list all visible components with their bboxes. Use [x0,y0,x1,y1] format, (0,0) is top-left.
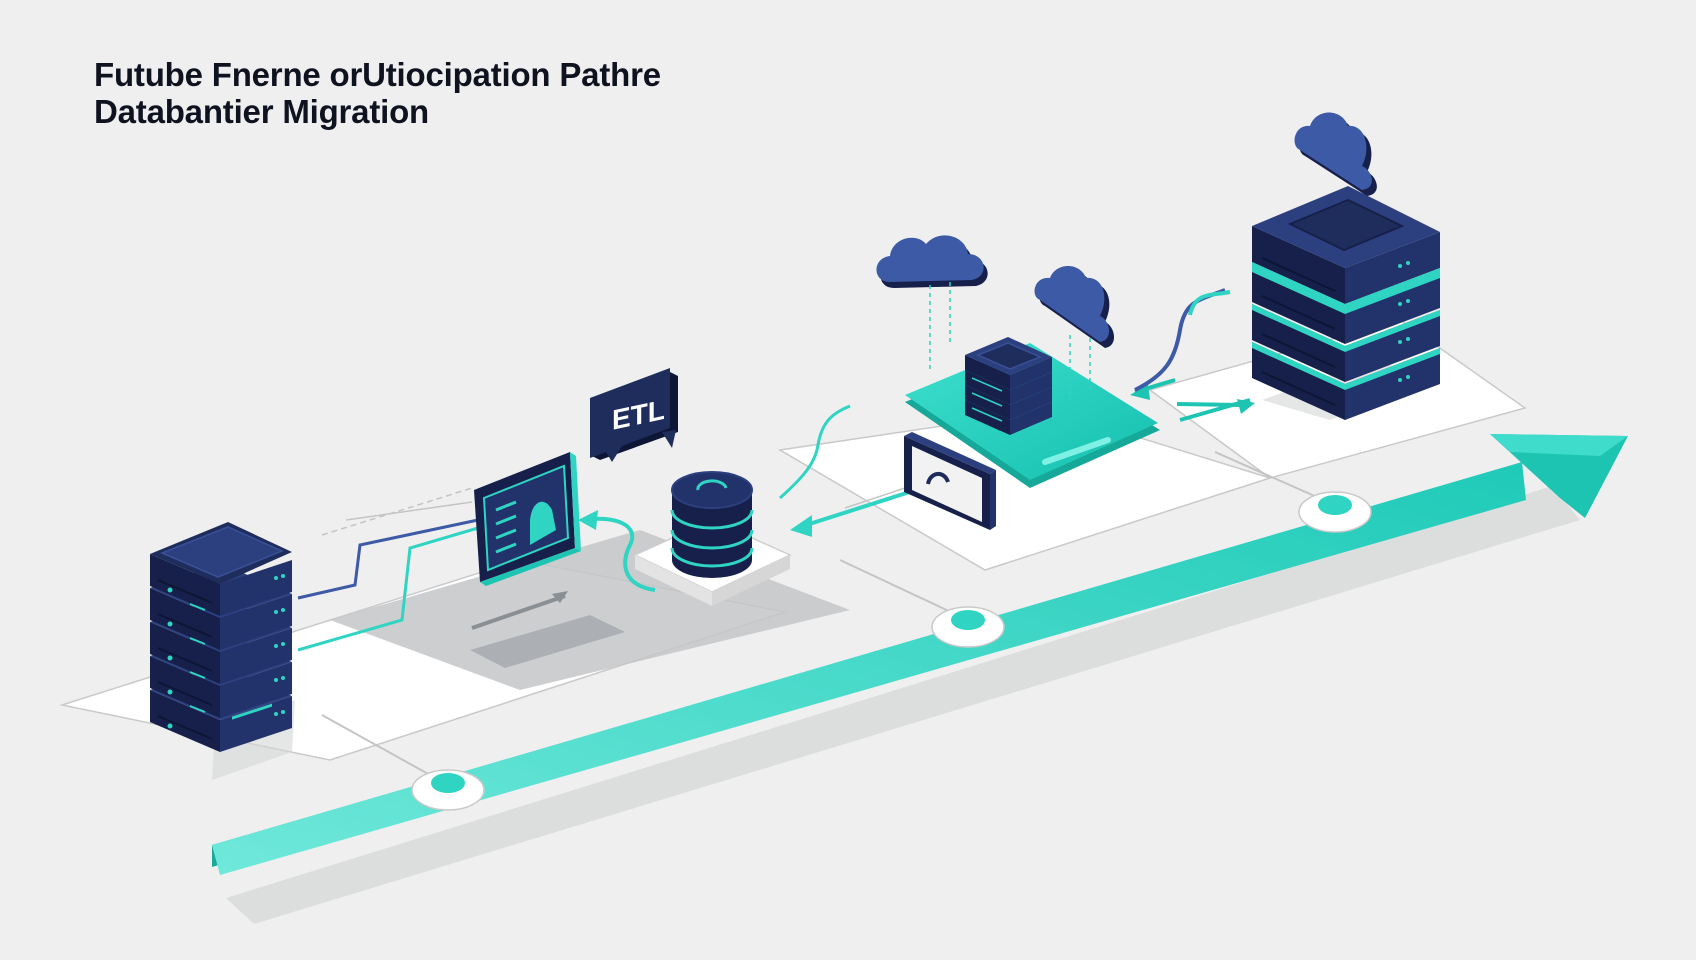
data-flow-lines [297,288,1255,652]
cloud-icon [1034,266,1115,348]
progress-arrow-icon [212,434,1628,924]
database-cylinder-icon [633,471,792,606]
milestone-node-icon [1298,491,1372,533]
title-line-2: Databantier Migration [94,93,430,130]
etl-speech-badge-icon: ETL [590,368,678,462]
title-line-1: Futube Fnerne orUtiocipation Pathre [94,56,661,93]
cloud-icon [876,235,1091,400]
cloud-icon [1294,112,1377,196]
diagram-title: Futube Fnerne orUtiocipation Pathre Data… [94,56,661,130]
target-server-icon [1252,186,1440,420]
milestone-node-icon [411,769,485,811]
cloud-server-icon [965,337,1052,435]
milestone-node-icon [931,606,1005,648]
migration-device-icon [904,432,996,530]
source-server-icon [150,522,295,780]
etl-monitor-icon [474,452,581,586]
